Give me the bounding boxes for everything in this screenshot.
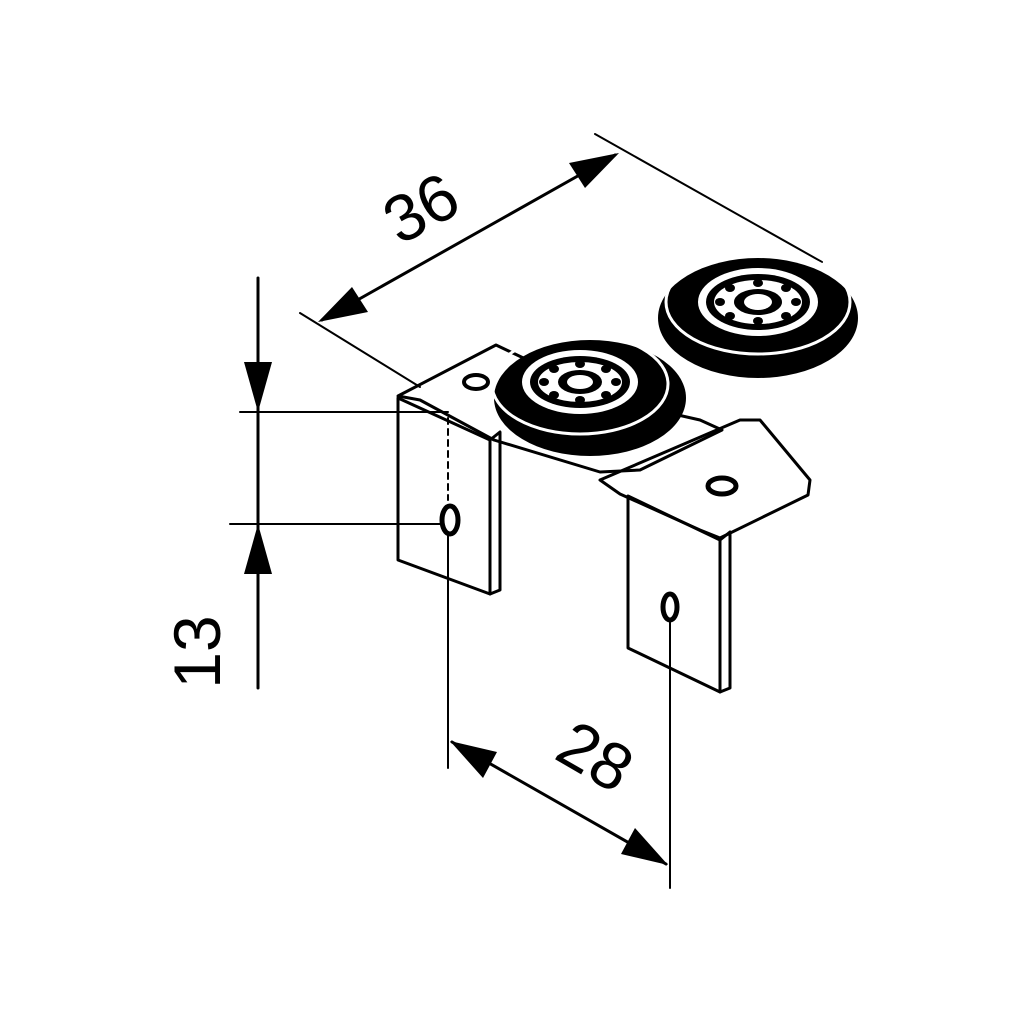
dimension-line-36: [320, 153, 617, 322]
arrowhead-13-bottom: [244, 524, 272, 574]
extension-line-36-right: [594, 133, 823, 263]
front-wheel-balls: [539, 360, 621, 404]
front-bracket-thickness: [488, 430, 502, 596]
rear-wheel-balls: [715, 279, 801, 325]
rear-bracket-top-hole: [705, 475, 739, 497]
arrowhead-28-right: [621, 828, 668, 865]
front-wheel-rim: [490, 332, 670, 436]
dimension-label-28: 28: [545, 706, 646, 807]
rear-bracket: [598, 418, 812, 694]
extension-line-36-left: [299, 312, 421, 388]
front-bracket-top-hole: [462, 373, 490, 391]
front-bracket-fold: [396, 396, 492, 596]
dimension-13: 13: [160, 276, 449, 690]
rear-wheel: [658, 248, 858, 378]
front-wheel-axle: [567, 375, 593, 389]
arrowhead-13-top: [244, 362, 272, 412]
front-wheel: [490, 332, 686, 456]
rear-bracket-thickness: [718, 530, 732, 694]
dimension-28: 28: [447, 529, 671, 889]
rear-wheel-rim: [664, 248, 852, 356]
rear-wheel-axle: [744, 294, 772, 310]
rear-bracket-side-hole: [660, 591, 680, 623]
arrowhead-28-left: [450, 741, 497, 778]
dimension-label-13: 13: [160, 615, 234, 688]
front-bracket: [396, 343, 724, 596]
arrowhead-36-right: [569, 153, 619, 188]
arrowhead-36-left: [318, 287, 368, 322]
front-bracket-side-hole: [439, 503, 461, 537]
